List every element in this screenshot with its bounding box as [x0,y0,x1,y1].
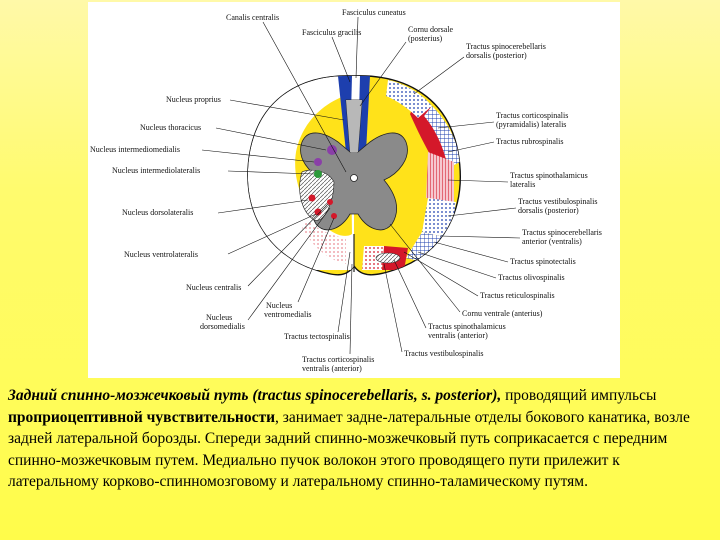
label-tr-corticospinalis-lateralis-1: Tractus corticospinalis [496,111,568,120]
label-tr-rubrospinalis: Tractus rubrospinalis [496,137,563,146]
central-canal [350,174,358,182]
label-nucleus-dorsomedialis-2: dorsomedialis [200,322,245,331]
caption-bold-term: проприоцептивной чувствительности [8,408,276,426]
label-nucleus-proprius: Nucleus proprius [166,95,221,104]
label-cornu-dorsale-2: (posterius) [408,34,443,43]
label-nucleus-centralis: Nucleus centralis [186,283,241,292]
label-tr-spinocerebellaris-dorsalis-2: dorsalis (posterior) [466,51,527,60]
spinal-cord-diagram: Canalis centralis Fasciculus cuneatus Fa… [90,8,602,373]
label-tr-vestibulospinalis-dorsalis-1: Tractus vestibulospinalis [518,197,597,206]
nucleus-dorsolateralis-dot [308,194,316,202]
label-nucleus-dorsomedialis-1: Nucleus [206,313,232,322]
label-fasciculus-gracilis: Fasciculus gracilis [302,28,361,37]
label-nucleus-ventromedialis-1: Nucleus [266,301,292,310]
tract-spinothalamicus-lateralis-area [426,152,454,202]
label-tr-corticospinalis-ventralis-1: Tractus corticospinalis [302,355,374,364]
nucleus-thoracicus-dot [327,145,337,155]
caption-text-part-2: , занимает задне-латеральные отделы боко… [8,408,690,491]
label-canalis-centralis: Canalis centralis [226,13,279,22]
label-nucleus-intermediolateralis: Nucleus intermediolateralis [112,166,200,175]
caption-text-part-1: проводящий импульсы [501,387,657,404]
nucleus-ventromedialis-dot [331,213,337,219]
label-tr-tectospinalis: Tractus tectospinalis [284,332,350,341]
caption-tract-name: Задний спинно-мозжечковый путь (tractus … [8,387,502,404]
nucleus-ventrolateralis-dot [314,208,322,216]
label-tr-spinocerebellaris-dorsalis-1: Tractus spinocerebellaris [466,42,546,51]
label-cornu-dorsale-1: Cornu dorsale [408,25,454,34]
label-tr-spinotectalis: Tractus spinotectalis [510,257,576,266]
label-tr-corticospinalis-ventralis-2: ventralis (anterior) [302,364,362,373]
label-tr-spinothalamicus-lateralis-2: lateralis [510,180,535,189]
tract-vestibulospinalis-area [375,252,401,264]
caption-paragraph: Задний спинно-мозжечковый путь (tractus … [8,385,714,493]
label-tr-spinothalamicus-ventralis-1: Tractus spinothalamicus [428,322,506,331]
label-tr-vestibulospinalis-dorsalis-2: dorsalis (posterior) [518,206,579,215]
label-nucleus-intermediomedialis: Nucleus intermediomedialis [90,145,180,154]
label-nucleus-ventrolateralis: Nucleus ventrolateralis [124,250,198,259]
label-tr-spinothalamicus-lateralis-1: Tractus spinothalamicus [510,171,588,180]
spinal-cord-figure: Canalis centralis Fasciculus cuneatus Fa… [88,2,620,378]
label-tr-spinocerebellaris-ventralis-2: anterior (ventralis) [522,237,582,246]
label-tr-reticulospinalis: Tractus reticulospinalis [480,291,555,300]
label-tr-spinothalamicus-ventralis-2: ventralis (anterior) [428,331,488,340]
nucleus-intermediomedialis-dot [314,158,322,166]
label-nucleus-thoracicus: Nucleus thoracicus [140,123,201,132]
tract-spinocerebellaris-dorsalis-area [386,80,432,118]
label-cornu-ventrale: Cornu ventrale (anterius) [462,309,543,318]
tract-spinocerebellaris-ventralis-area [406,232,450,264]
caption-text: Задний спинно-мозжечковый путь (tractus … [8,385,714,493]
label-tr-corticospinalis-lateralis-2: (pyramidalis) lateralis [496,120,566,129]
label-tr-olivospinalis: Tractus olivospinalis [498,273,565,282]
nucleus-centralis-dot [327,199,333,205]
label-nucleus-dorsolateralis: Nucleus dorsolateralis [122,208,193,217]
label-nucleus-ventromedialis-2: ventromedialis [264,310,312,319]
label-fasciculus-cuneatus: Fasciculus cuneatus [342,8,406,17]
label-tr-spinocerebellaris-ventralis-1: Tractus spinocerebellaris [522,228,602,237]
nucleus-intermediolateralis-dot [314,170,322,178]
label-tr-vestibulospinalis: Tractus vestibulospinalis [404,349,483,358]
